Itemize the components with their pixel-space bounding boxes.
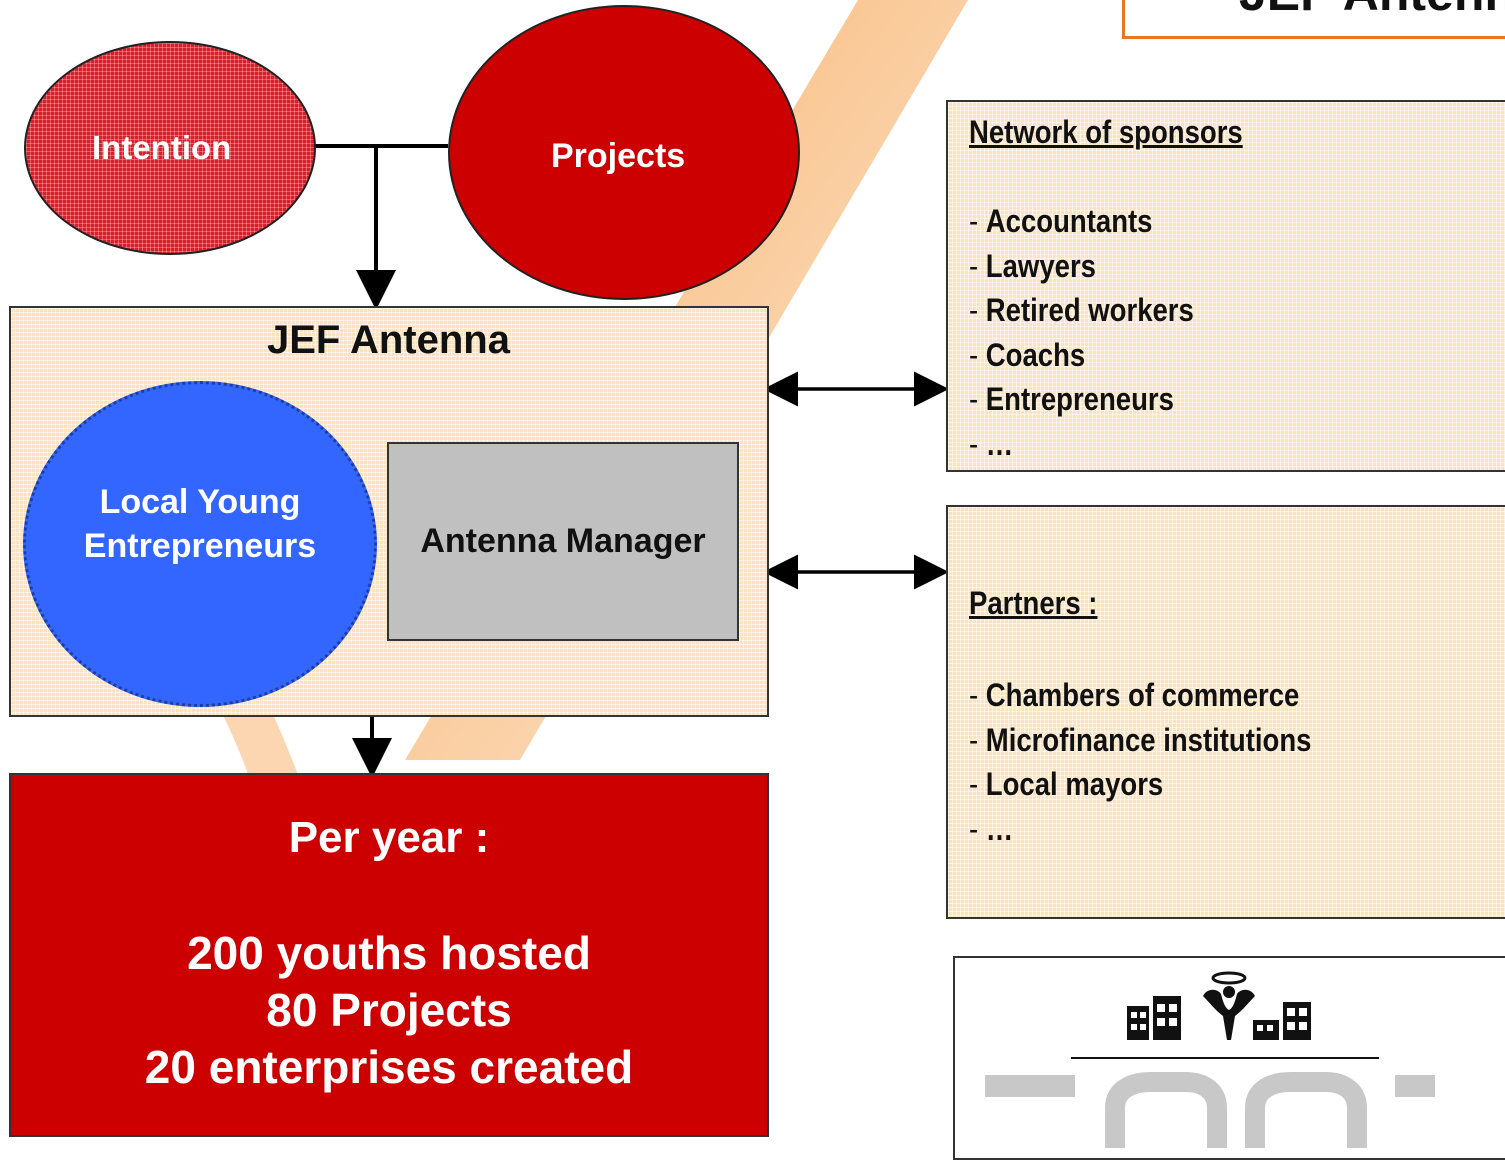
connector-lines: [312, 144, 949, 778]
sponsors-heading: Network of sponsors: [969, 114, 1243, 150]
result-line: 200 youths hosted: [187, 927, 591, 979]
local-young-entrepreneurs-label: Local Young Entrepreneurs: [83, 483, 317, 565]
partners-box: Partners : - Chambers of commerce - Micr…: [946, 505, 1505, 919]
partners-heading: Partners :: [969, 585, 1098, 621]
list-item: - Local mayors: [969, 766, 1164, 803]
page-title: JEF Antenna: [1239, 0, 1505, 22]
list-item: - …: [969, 425, 1014, 462]
angel-buildings-logo-box: [953, 956, 1505, 1160]
local-young-entrepreneurs-circle: Local Young Entrepreneurs: [23, 381, 377, 707]
title-banner: JEF Antenna: [1122, 0, 1505, 39]
per-year-results-box: Per year : 200 youths hosted 80 Projects…: [9, 773, 769, 1137]
result-line: 80 Projects: [266, 984, 512, 1036]
partners-list: - Chambers of commerce - Microfinance in…: [969, 673, 1311, 851]
result-line: 20 enterprises created: [144, 1041, 634, 1093]
jef-antenna-title: JEF Antenna: [267, 318, 510, 362]
antenna-manager-label: Antenna Manager: [420, 522, 706, 560]
list-item: - …: [969, 810, 1014, 847]
list-item: - Microfinance institutions: [969, 721, 1312, 758]
list-item: - Lawyers: [969, 247, 1096, 284]
list-item: - Coachs: [969, 336, 1086, 373]
projects-label: Projects: [551, 137, 686, 175]
intention-oval: Intention: [24, 41, 316, 255]
antenna-manager-box: Antenna Manager: [387, 442, 739, 641]
list-item: - Retired workers: [969, 292, 1194, 329]
list-item: - Entrepreneurs: [969, 381, 1174, 418]
per-year-title: Per year :: [288, 813, 490, 862]
projects-oval: Projects: [448, 5, 800, 300]
list-item: - Chambers of commerce: [969, 677, 1300, 713]
per-year-lines: 200 youths hosted 80 Projects 20 enterpr…: [11, 925, 767, 1096]
intention-label: Intention: [92, 129, 232, 166]
sponsors-list: - Accountants - Lawyers - Retired worker…: [969, 199, 1194, 467]
list-item: - Accountants: [969, 203, 1153, 239]
angel-buildings-logo: [985, 971, 1435, 1148]
network-of-sponsors-box: Network of sponsors - Accountants - Lawy…: [946, 100, 1505, 472]
